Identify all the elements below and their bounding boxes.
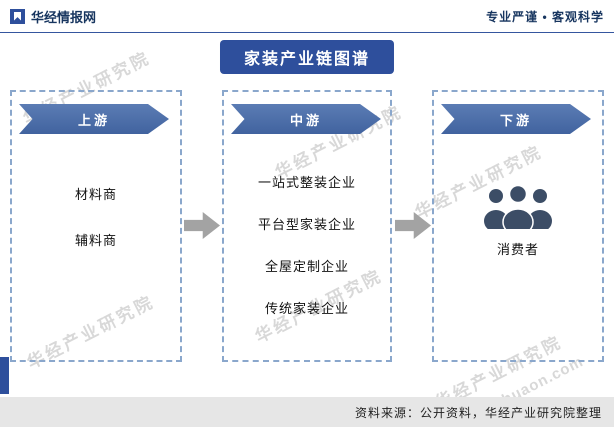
column-downstream: 下游 消费者 [432,90,604,362]
stage-banner-downstream: 下游 [441,104,591,134]
chain-item: 一站式整装企业 [257,175,356,190]
column-upstream: 上游 材料商 辅料商 [10,90,182,362]
accent-bar [0,357,9,394]
brand-logo-icon [10,8,25,24]
chain-item: 消费者 [496,242,539,257]
header-bar: 华经情报网 专业严谨 • 客观科学 [0,0,614,33]
right-arrow-icon [184,212,220,239]
chain-item: 平台型家装企业 [257,217,356,232]
stage-banner-upstream: 上游 [19,104,169,134]
consumers-people-icon [484,184,552,229]
header-tagline: 专业严谨 • 客观科学 [486,9,604,24]
page-title: 家装产业链图谱 [219,40,395,74]
chain-item: 传统家装企业 [264,301,349,316]
chain-item: 辅料商 [74,233,117,248]
upstream-items: 材料商 辅料商 [12,184,180,249]
chain-item: 全屋定制企业 [264,259,349,274]
midstream-items: 一站式整装企业 平台型家装企业 全屋定制企业 传统家装企业 [224,172,390,317]
footer-bar: 资料来源：公开资料，华经产业研究院整理 [0,397,614,427]
stage-banner-midstream: 中游 [231,104,381,134]
brand-name: 华经情报网 [31,9,97,25]
source-note: 资料来源：公开资料，华经产业研究院整理 [354,405,602,420]
brand: 华经情报网 [10,7,96,26]
downstream-items: 消费者 [434,182,602,258]
chain-item: 材料商 [74,187,117,202]
column-midstream: 中游 一站式整装企业 平台型家装企业 全屋定制企业 传统家装企业 [222,90,392,362]
right-arrow-icon [395,212,431,239]
